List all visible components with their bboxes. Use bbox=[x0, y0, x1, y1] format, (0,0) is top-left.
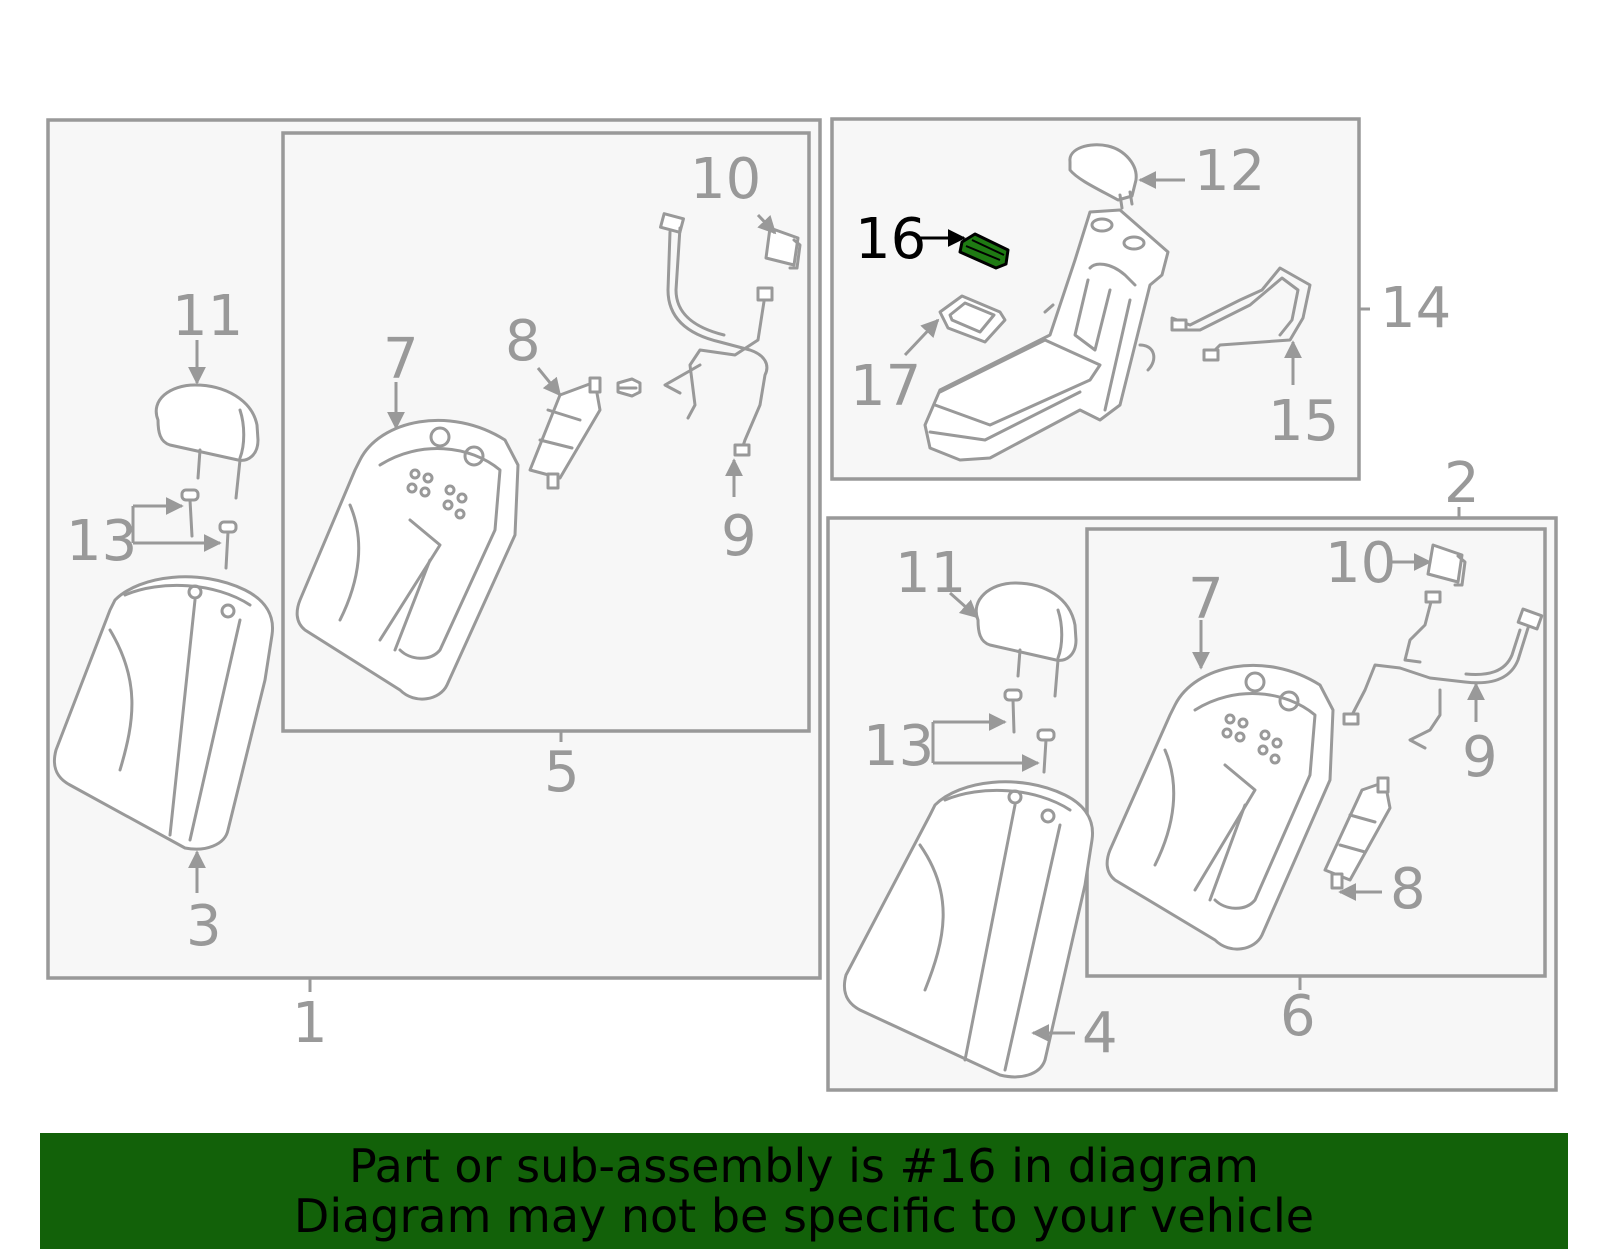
label-9-left: 9 bbox=[721, 504, 757, 569]
label-10-left: 10 bbox=[690, 147, 761, 212]
label-2: 2 bbox=[1444, 451, 1480, 516]
headrest-guide-left[interactable] bbox=[180, 488, 238, 570]
bolt[interactable] bbox=[616, 377, 642, 398]
label-3: 3 bbox=[186, 894, 222, 959]
label-15: 15 bbox=[1268, 389, 1339, 454]
label-4: 4 bbox=[1082, 1001, 1118, 1066]
wiring-harness-9-right[interactable] bbox=[1342, 590, 1544, 750]
connector-10-left[interactable] bbox=[764, 226, 802, 270]
label-16: 16 bbox=[855, 207, 926, 272]
label-17: 17 bbox=[850, 354, 921, 419]
banner-line-1: Part or sub-assembly is #16 in diagram bbox=[349, 1139, 1259, 1193]
module-8-right[interactable] bbox=[1323, 776, 1392, 890]
part-info-banner: Part or sub-assembly is #16 in diagram D… bbox=[40, 1133, 1568, 1249]
label-8-right: 8 bbox=[1390, 857, 1426, 922]
seat-back-cover-4[interactable] bbox=[842, 780, 1095, 1079]
seat-back-frame-7[interactable] bbox=[295, 418, 520, 701]
label-13-right: 13 bbox=[863, 714, 934, 779]
seat-back-cover-3[interactable] bbox=[52, 575, 275, 851]
label-6: 6 bbox=[1280, 984, 1316, 1049]
cover-17[interactable] bbox=[938, 294, 1007, 344]
label-8-left: 8 bbox=[505, 309, 541, 374]
label-7-left: 7 bbox=[383, 327, 419, 392]
armrest-cap-12[interactable] bbox=[1068, 143, 1138, 210]
wiring-harness-9-left[interactable] bbox=[659, 212, 774, 457]
label-7-right: 7 bbox=[1188, 567, 1224, 632]
headrest-right[interactable] bbox=[974, 581, 1078, 698]
label-12: 12 bbox=[1194, 139, 1265, 204]
headrest-guide-right[interactable] bbox=[1003, 688, 1056, 774]
label-5: 5 bbox=[544, 740, 580, 805]
seat-back-frame-7-right[interactable] bbox=[1105, 663, 1335, 951]
label-13-left: 13 bbox=[66, 509, 137, 574]
label-9-right: 9 bbox=[1462, 725, 1498, 790]
label-14: 14 bbox=[1380, 276, 1451, 341]
connector-10-right[interactable] bbox=[1426, 543, 1467, 587]
headrest-left[interactable] bbox=[154, 383, 260, 500]
armrest-assembly-14[interactable] bbox=[923, 208, 1170, 462]
harness-15[interactable] bbox=[1170, 266, 1312, 362]
banner-line-2: Diagram may not be specific to your vehi… bbox=[293, 1189, 1315, 1243]
label-11-right: 11 bbox=[895, 541, 966, 606]
module-8-left[interactable] bbox=[528, 376, 602, 490]
label-10-right: 10 bbox=[1325, 531, 1396, 596]
highlighted-part-16[interactable] bbox=[958, 232, 1010, 270]
label-1: 1 bbox=[292, 991, 328, 1056]
label-11-left: 11 bbox=[172, 284, 243, 349]
